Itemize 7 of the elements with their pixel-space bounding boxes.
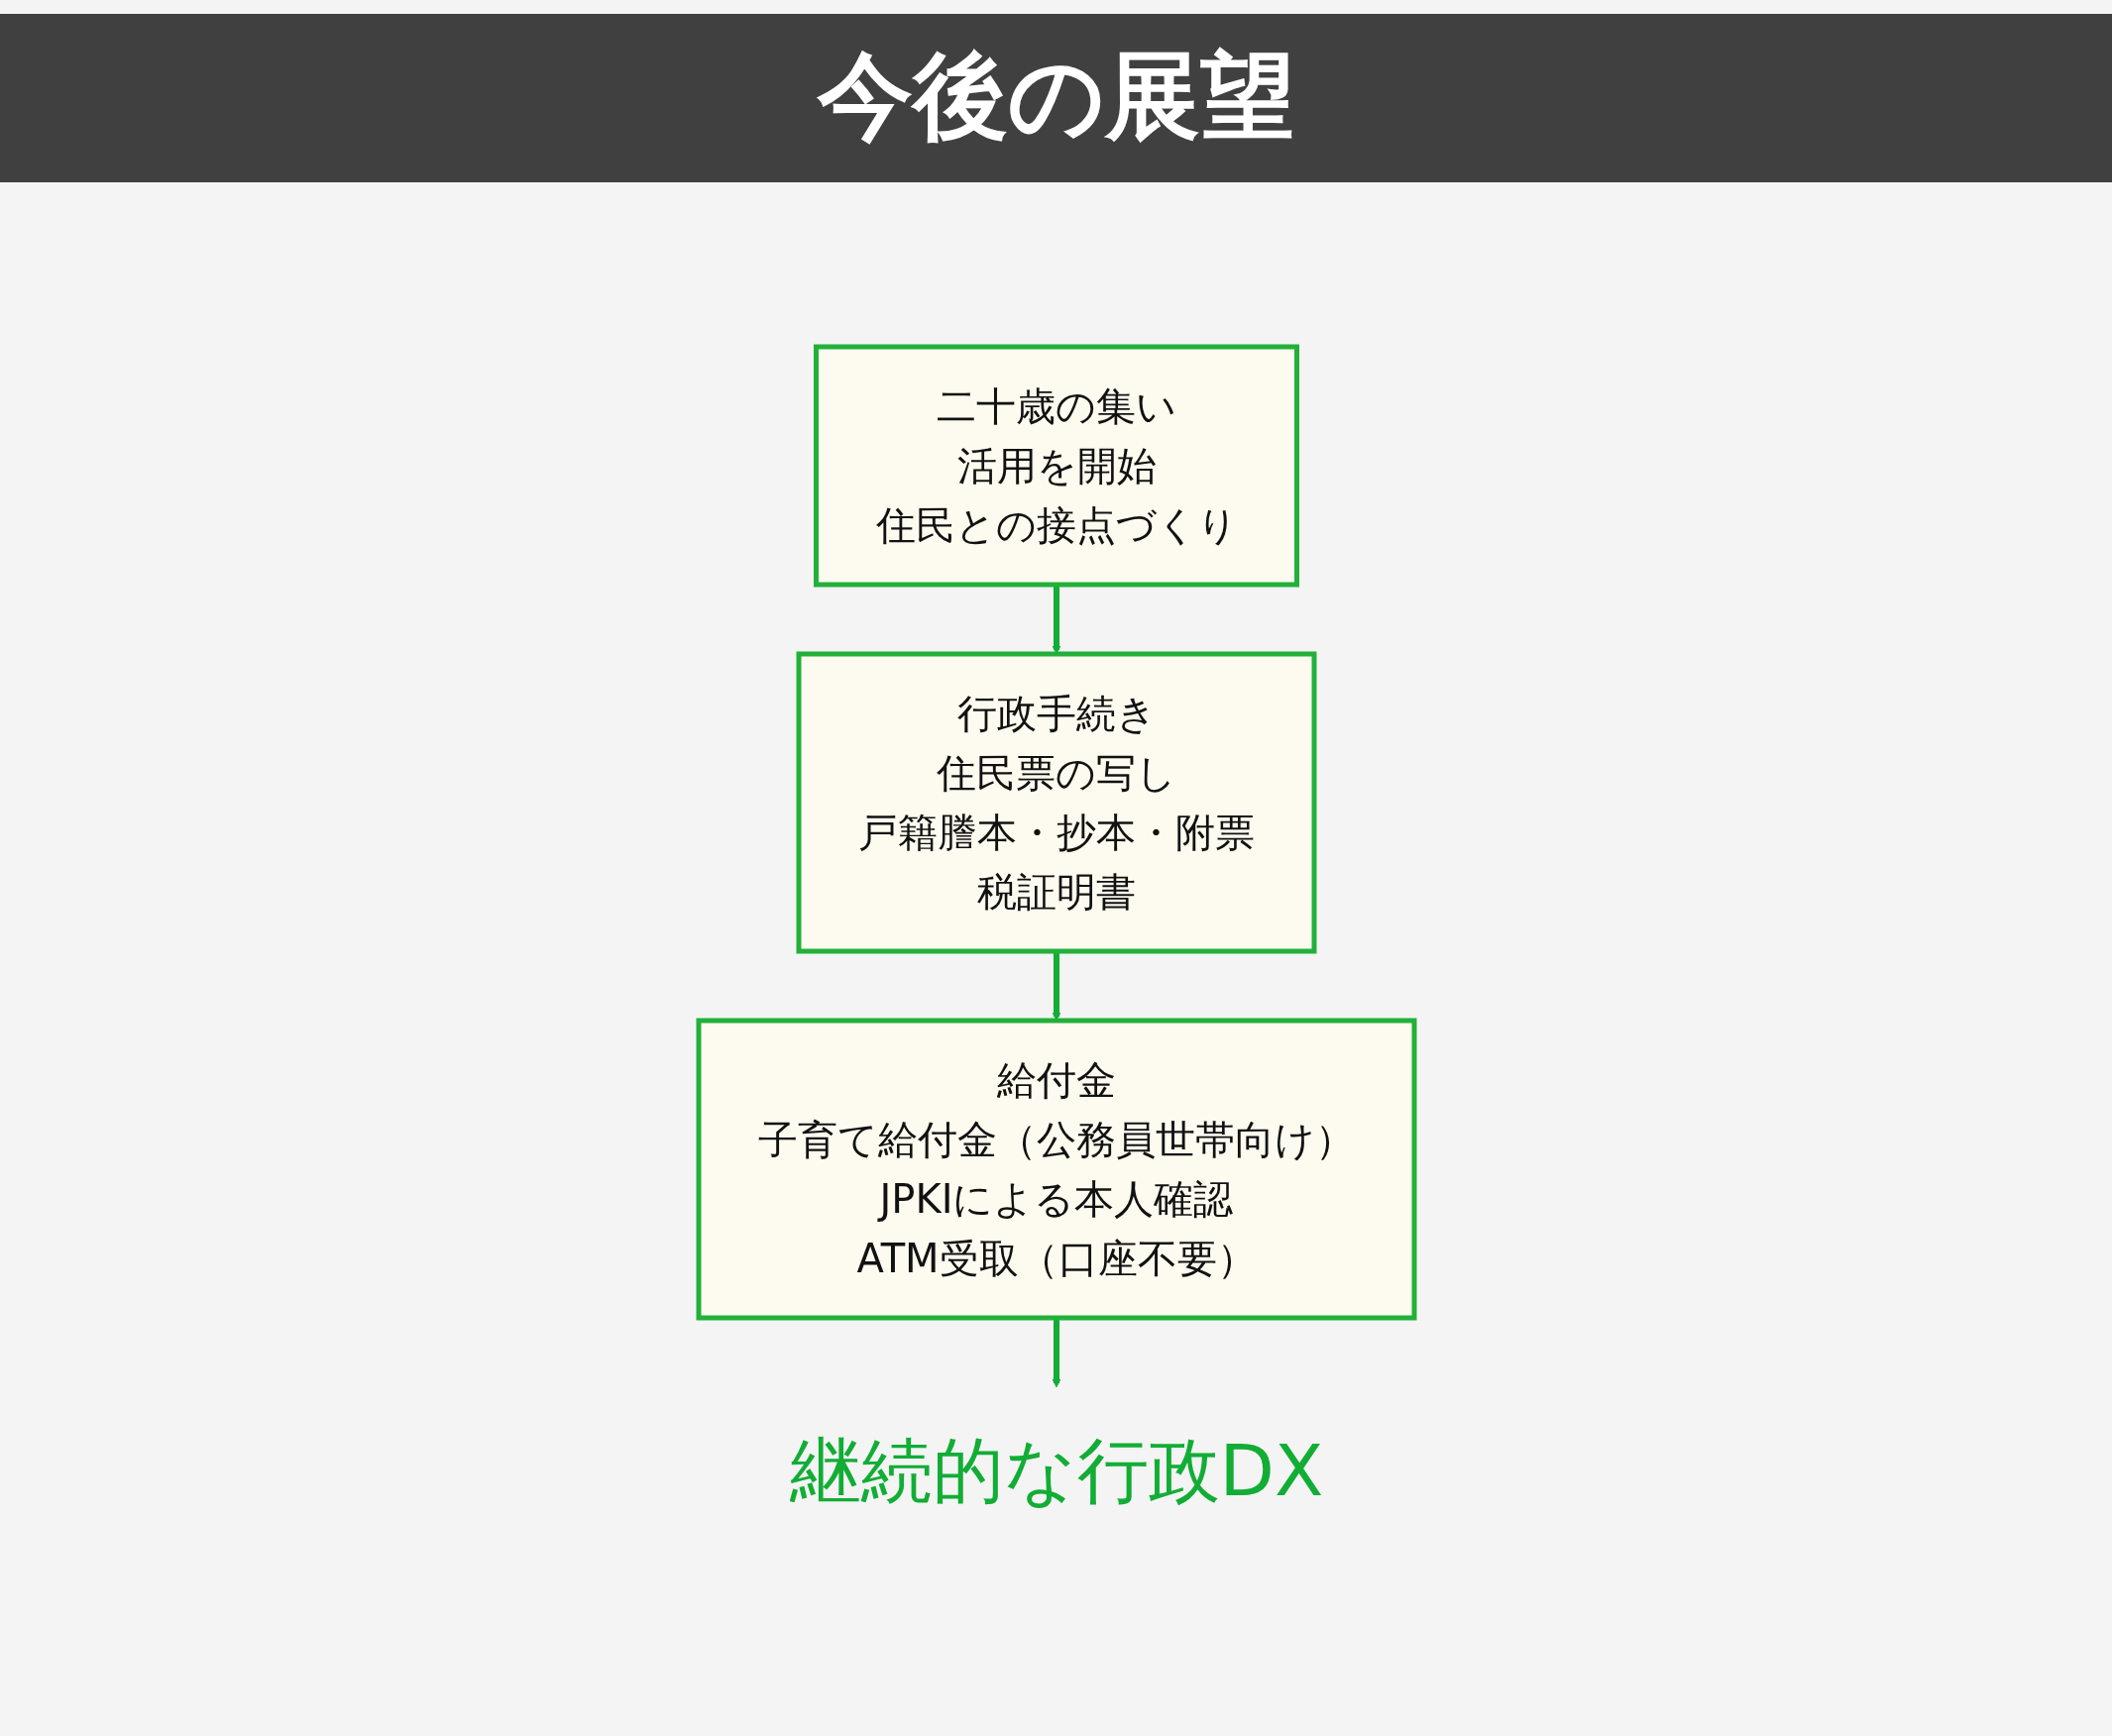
node-box: 二十歳の集い 活用を開始 住民との接点づくり	[813, 344, 1299, 588]
arrow	[1052, 585, 1060, 655]
arrow	[1052, 1318, 1060, 1388]
title-banner: 今後の展望	[0, 14, 2112, 182]
arrow	[1052, 951, 1060, 1022]
node-box: 行政手続き 住民票の写し 戸籍謄本・抄本・附票 税証明書	[796, 651, 1316, 954]
node-box: 給付金 子育て給付金（公務員世帯向け） JPKIによる本人確認 ATM受取（口座不要）	[696, 1018, 1416, 1321]
